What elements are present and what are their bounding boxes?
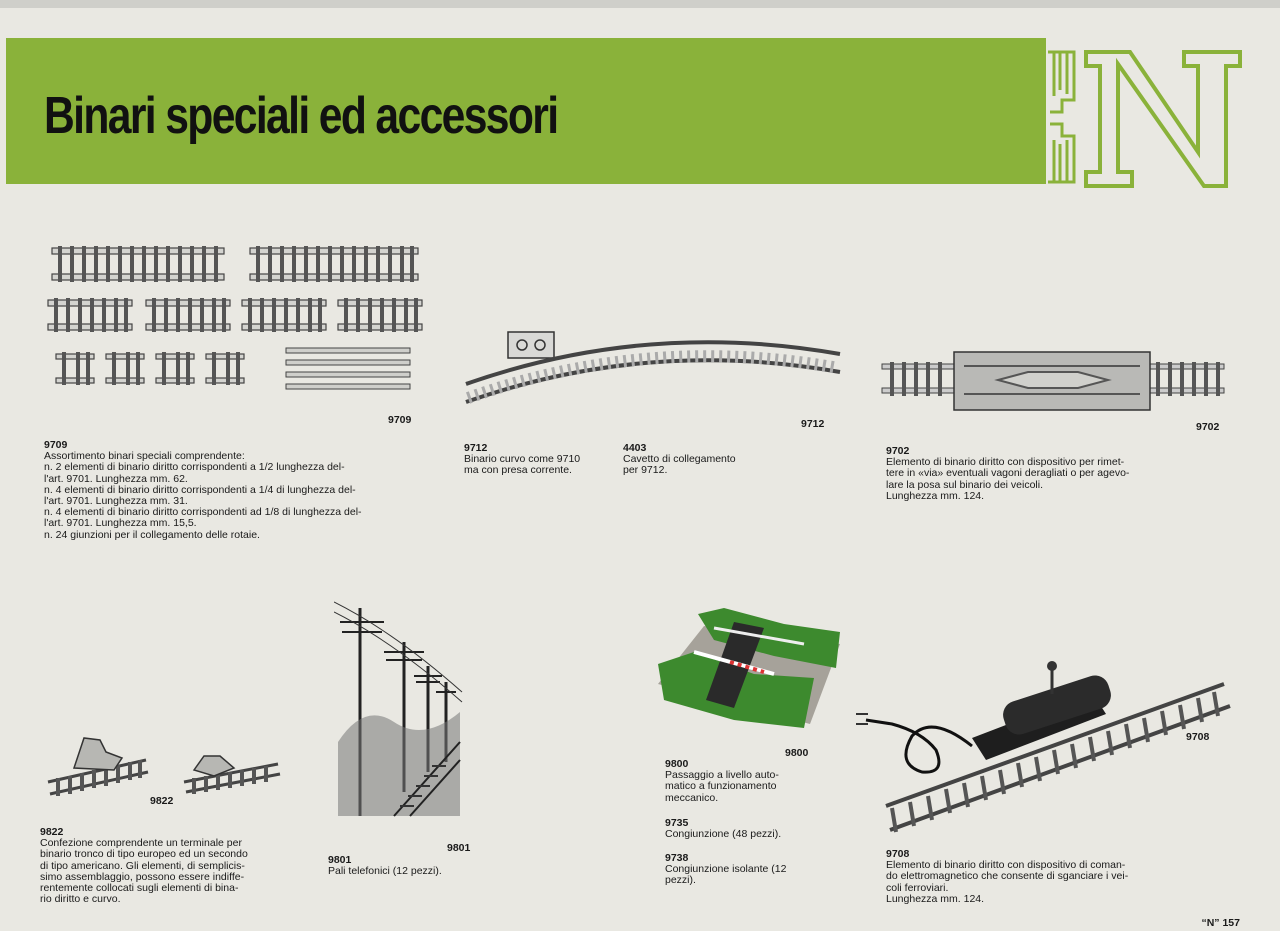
item-9822-description: 9822 Confezione comprendente un terminal… bbox=[40, 826, 296, 906]
curved-track-illustration bbox=[465, 331, 841, 404]
item-9822-code: 9822 bbox=[40, 826, 64, 838]
item-9708-code: 9708 bbox=[886, 848, 910, 860]
title-banner bbox=[6, 38, 1046, 184]
logo-letter: N bbox=[1040, 40, 1041, 41]
item-9712-label: 9712 bbox=[801, 418, 825, 430]
item-9712-description: 9712 Binario curvo come 9710 ma con pres… bbox=[464, 442, 614, 477]
rerailer-track-illustration bbox=[881, 351, 1225, 411]
item-9801-code: 9801 bbox=[328, 854, 352, 866]
item-9708-description: 9708 Elemento di binario diritto con dis… bbox=[886, 848, 1196, 905]
item-9702-code: 9702 bbox=[886, 445, 910, 457]
item-9709-label: 9709 bbox=[388, 414, 412, 426]
item-9702-description: 9702 Elemento di binario diritto con dis… bbox=[886, 445, 1196, 502]
page-title: Binari speciali ed accessori bbox=[44, 87, 559, 145]
item-9800-label: 9800 bbox=[785, 747, 809, 759]
item-9822-label: 9822 bbox=[150, 795, 174, 807]
item-4403-code: 4403 bbox=[623, 442, 647, 454]
item-9708-text: Elemento di binario diritto con disposit… bbox=[886, 859, 1129, 905]
item-9801-description: 9801 Pali telefonici (12 pezzi). bbox=[328, 854, 488, 878]
item-9702-label: 9702 bbox=[1196, 421, 1220, 433]
item-9800-description: 9800 Passaggio a livello auto- matico a … bbox=[665, 758, 815, 804]
item-9800-text: Passaggio a livello auto- matico a funzi… bbox=[665, 769, 779, 804]
item-9738-text: Congiunzione isolante (12 pezzi). bbox=[665, 863, 787, 887]
telephone-poles-illustration bbox=[334, 596, 463, 817]
uncoupling-track-illustration bbox=[856, 661, 1231, 833]
page-top-edge bbox=[0, 0, 1280, 8]
item-9735-code: 9735 bbox=[665, 817, 689, 829]
item-9801-label: 9801 bbox=[447, 842, 471, 854]
straight-track-pieces-illustration bbox=[47, 246, 423, 390]
item-4403-description: 4403 Cavetto di collegamento per 9712. bbox=[623, 442, 773, 477]
item-9801-text: Pali telefonici (12 pezzi). bbox=[328, 865, 442, 878]
item-9738-code: 9738 bbox=[665, 852, 689, 864]
item-9735-description: 9735 Congiunzione (48 pezzi). bbox=[665, 817, 815, 841]
item-9702-text: Elemento di binario diritto con disposit… bbox=[886, 456, 1130, 502]
buffer-stops-illustration bbox=[47, 737, 281, 796]
item-9800-code: 9800 bbox=[665, 758, 689, 770]
page-number: “N” 157 bbox=[1201, 917, 1240, 929]
item-9712-code: 9712 bbox=[464, 442, 488, 454]
item-4403-text: Cavetto di collegamento per 9712. bbox=[623, 453, 736, 477]
item-9712-text: Binario curvo come 9710 ma con presa cor… bbox=[464, 453, 581, 477]
item-9735-text: Congiunzione (48 pezzi). bbox=[665, 828, 782, 841]
item-9738-description: 9738 Congiunzione isolante (12 pezzi). bbox=[665, 852, 815, 887]
item-9709-text: Assortimento binari speciali comprendent… bbox=[44, 450, 362, 541]
item-9708-label: 9708 bbox=[1186, 731, 1210, 743]
item-9822-text: Confezione comprendente un terminale per… bbox=[40, 837, 248, 906]
n-logo-icon: N bbox=[1040, 40, 1242, 188]
level-crossing-illustration bbox=[658, 608, 840, 728]
item-9709-code: 9709 bbox=[44, 439, 68, 451]
item-9709-description: 9709 Assortimento binari speciali compre… bbox=[44, 439, 424, 541]
